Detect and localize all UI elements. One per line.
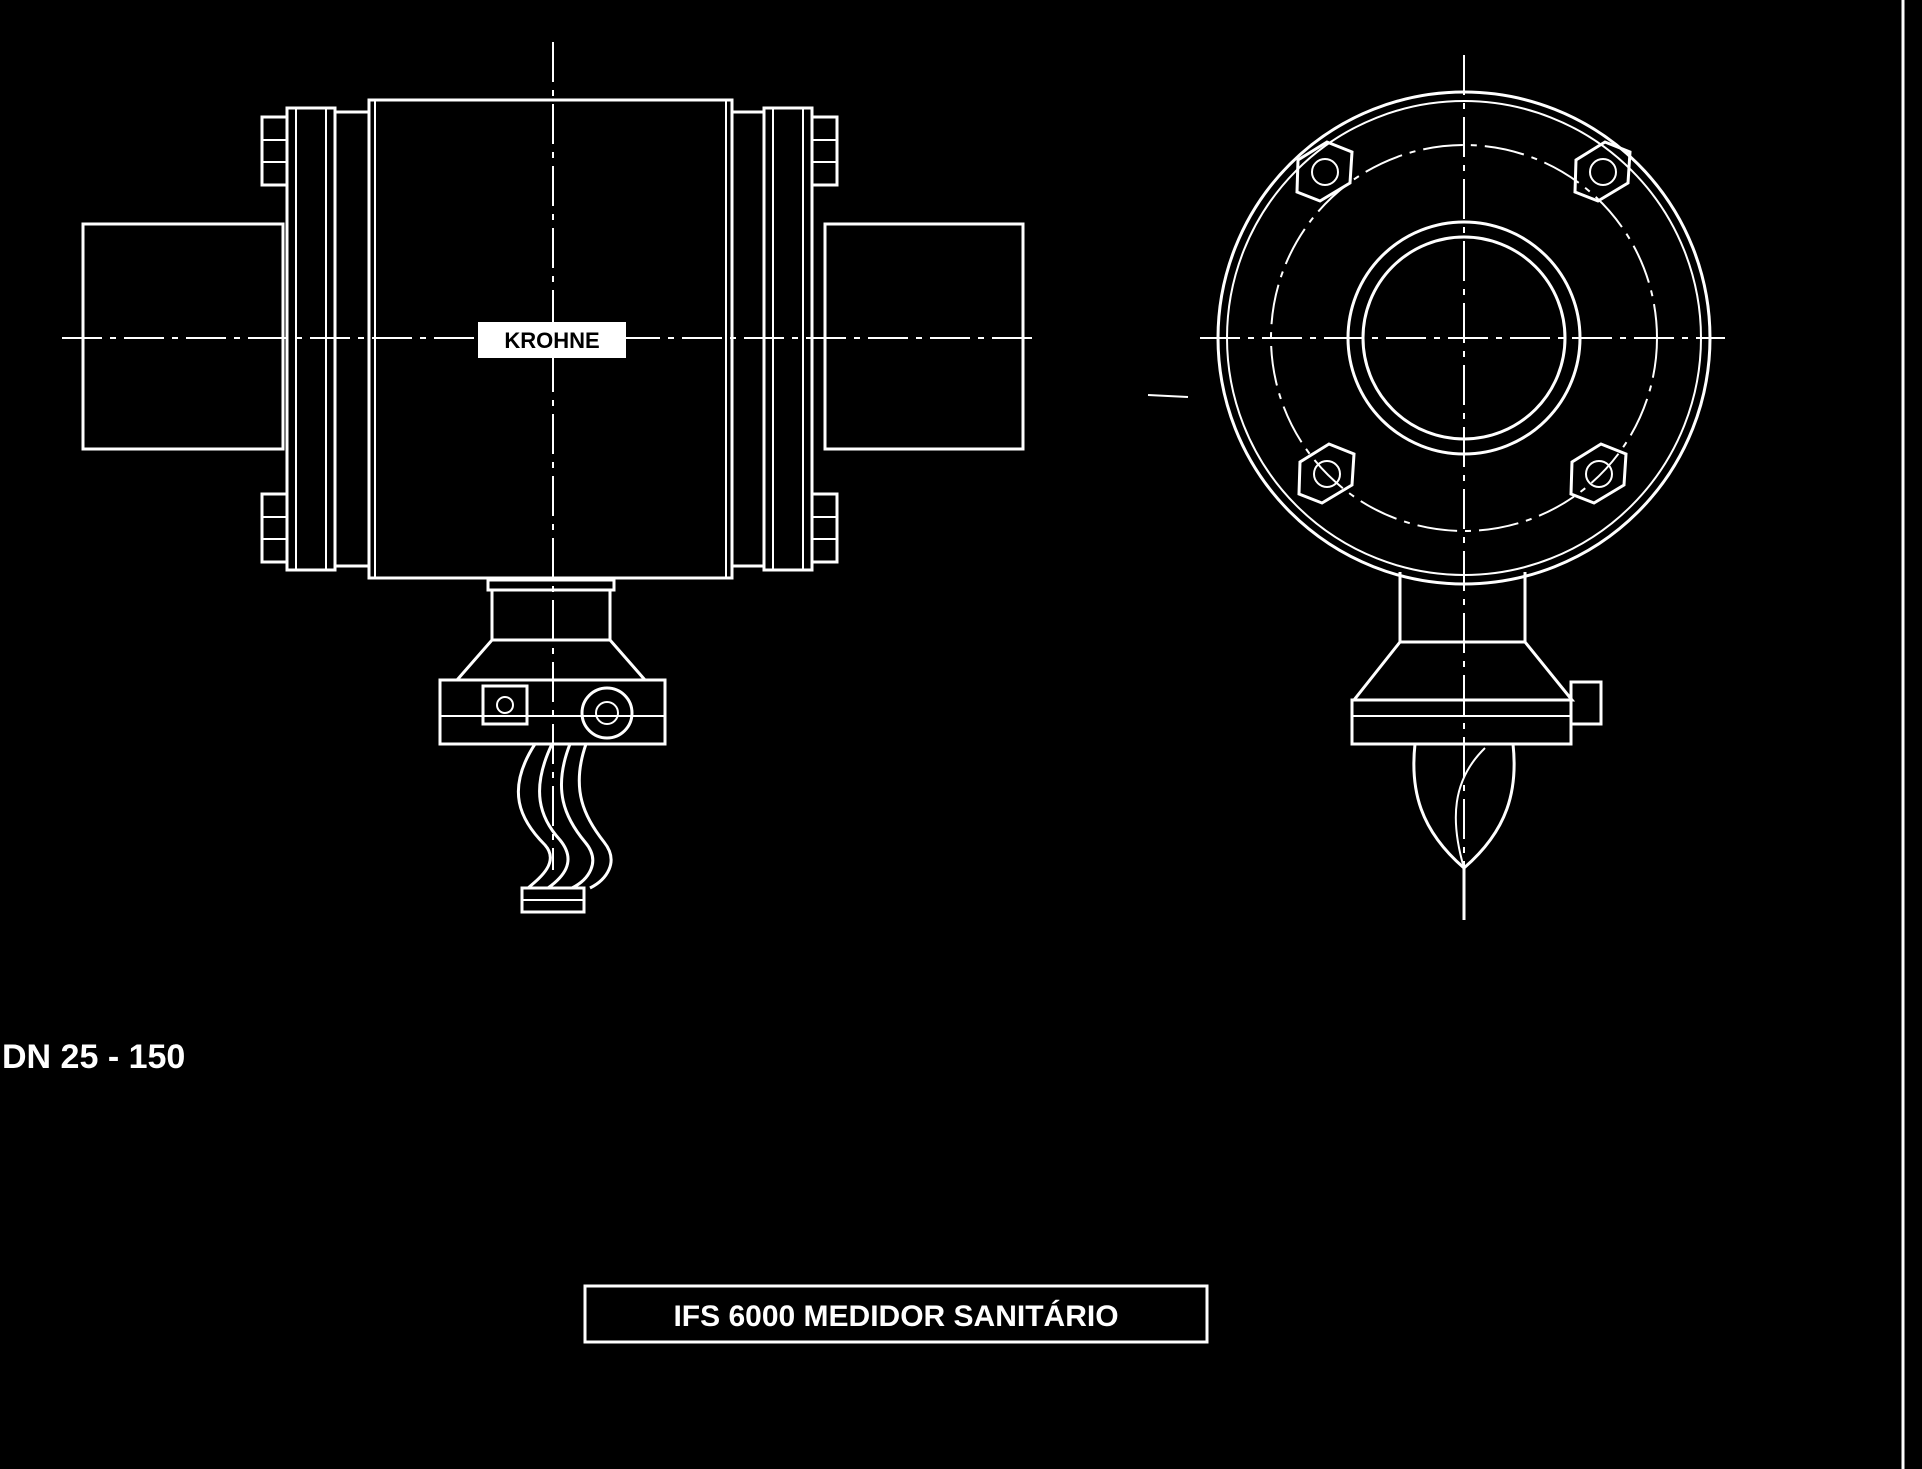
bolt-circle [1270, 144, 1658, 532]
side-view: KROHNE [62, 42, 1040, 914]
bolt-top-right [810, 115, 839, 187]
meter-body [367, 98, 734, 580]
drawing-title: IFS 6000 MEDIDOR SANITÁRIO [673, 1299, 1118, 1333]
nameplate-text: KROHNE [504, 328, 599, 353]
end-bolt-bottom-left [1297, 442, 1356, 505]
flange-outer-ring [1216, 90, 1712, 586]
nameplate [478, 322, 626, 358]
side-view-neck [438, 578, 667, 746]
title-block: IFS 6000 MEDIDOR SANITÁRIO [583, 1284, 1209, 1344]
cable-gland [580, 686, 634, 740]
end-bolt-top-left [1295, 140, 1354, 203]
signal-cable [516, 743, 613, 914]
bore-inner [1361, 235, 1567, 441]
size-range-label: DN 25 - 150 [2, 1038, 185, 1076]
end-view [1147, 55, 1725, 920]
bore-outer [1346, 220, 1582, 456]
end-view-cable [1412, 743, 1516, 920]
end-bolt-bottom-right [1569, 442, 1628, 505]
terminal-box-small [481, 684, 529, 726]
end-view-neck [1350, 572, 1603, 746]
bolt-top-left [260, 115, 289, 187]
end-bolt-top-right [1573, 140, 1632, 203]
bolt-bottom-left [260, 492, 289, 564]
right-pipe-end [823, 222, 1025, 451]
left-pipe-end [81, 222, 285, 451]
bolt-bottom-right [810, 492, 839, 564]
